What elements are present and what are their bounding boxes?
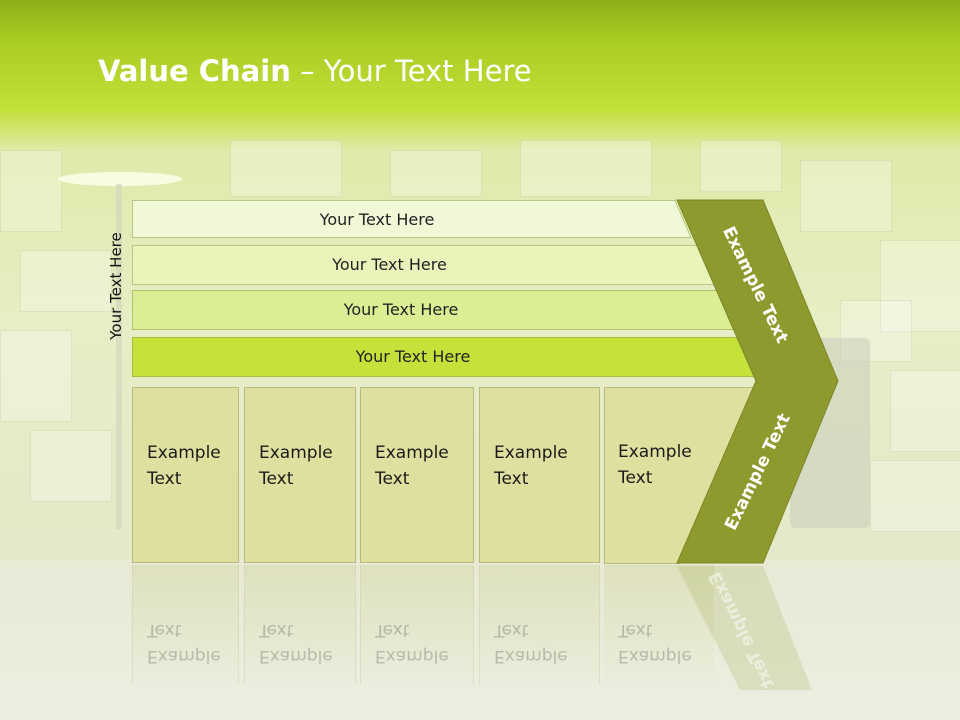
bar-1: Your Text Here [132,200,692,238]
card-1-reflection: Example Text [132,565,239,685]
bar-2: Your Text Here [132,245,717,285]
card-4-reflection: Example Text [479,565,600,685]
card-4: Example Text [479,387,600,563]
bar-3-label: Your Text Here [343,299,459,319]
bar-4-label: Your Text Here [355,346,471,366]
bar-1-shape [132,200,692,238]
bar-1-label: Your Text Here [319,209,435,229]
lamp-shade [58,172,182,186]
wall-tile [520,140,652,197]
bar-2-label: Your Text Here [332,254,447,274]
card-2-label: Example Text [259,443,333,489]
title-bold: Value Chain [98,54,291,88]
card-2-reflection: Example Text [244,565,356,685]
card-1: Example Text [132,387,239,563]
wall-tile [30,430,112,502]
wall-tile [870,460,960,532]
wall-tile [0,150,62,232]
wall-tile [390,150,482,197]
wall-tile [700,140,782,192]
wall-tile [880,240,960,332]
card-5-reflection: Example Text [604,565,714,685]
card-1-label: Example Text [147,443,221,489]
card-3-reflection: Example Text [360,565,474,685]
card-2: Example Text [244,387,356,563]
wall-tile [800,160,892,232]
card-3: Example Text [360,387,474,563]
lamp-pole [116,184,122,529]
card-5: Example Text [604,387,714,563]
slide-title: Value Chain – Your Text Here [98,54,532,88]
wall-tile [890,370,960,452]
card-3-label: Example Text [375,443,449,489]
wall-tile [230,140,342,197]
title-rest: – Your Text Here [290,54,532,88]
card-5-label: Example Text [618,442,692,488]
wall-tile [0,330,72,422]
card-4-label: Example Text [494,443,568,489]
wall-tile [20,250,112,312]
